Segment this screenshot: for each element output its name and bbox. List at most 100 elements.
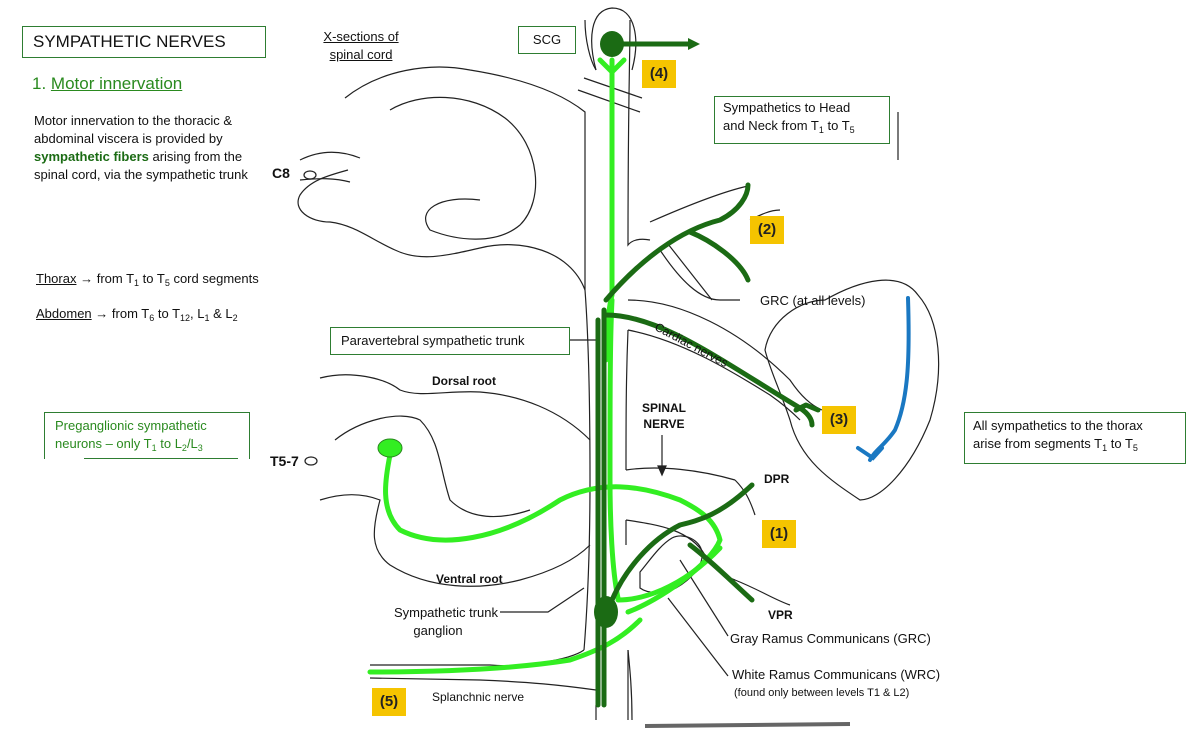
- all-thorax-box: All sympathetics to the thorax arise fro…: [964, 412, 1186, 464]
- all-thorax-line2: arise from segments T1 to T5: [973, 435, 1185, 453]
- preganglionic-sub-c: 3: [197, 443, 203, 453]
- head-neck-sub-b: 5: [849, 125, 855, 135]
- xsections-line1: X-sections of: [323, 29, 399, 44]
- preganglionic-box: Preganglionic sympathetic neurons – only…: [44, 412, 250, 459]
- head-neck-text-b: to T: [823, 118, 850, 133]
- upper-spine-lines: [584, 19, 651, 247]
- lower-cord-grey: [334, 415, 531, 518]
- trunk-to-grc-upper: [603, 182, 751, 303]
- abdomen-label: Abdomen: [36, 306, 92, 321]
- thorax-line: Thorax → from T1 to T5 cord segments: [36, 270, 259, 288]
- scg-label: SCG: [532, 32, 562, 47]
- paravertebral-label: Paravertebral sympathetic trunk: [341, 333, 525, 348]
- head-neck-box: Sympathetics to Head and Neck from T1 to…: [714, 96, 890, 144]
- all-thorax-sub-a: 1: [1102, 443, 1108, 453]
- badge-2: (2): [750, 216, 784, 244]
- thorax-sub-a: 1: [134, 278, 140, 288]
- grc-all-levels-label: GRC (at all levels): [760, 293, 866, 308]
- wrc-to-ganglion: [607, 297, 621, 601]
- lower-trunk-lines: [370, 649, 633, 721]
- head-neck-text-a: and Neck from T: [723, 118, 819, 133]
- scg-ganglion-node: [600, 31, 624, 57]
- trunk-ganglion-line1: Sympathetic trunk: [393, 605, 498, 620]
- dpr-label: DPR: [764, 472, 790, 486]
- vpr-label: VPR: [768, 608, 793, 622]
- trunk-ganglion-label: Sympathetic trunk ganglion: [378, 604, 498, 640]
- badge-1: (1): [762, 520, 796, 548]
- t57-canal: [304, 456, 318, 466]
- preganglionic-sub-a: 1: [151, 443, 157, 453]
- trunk-ganglion-leader: [500, 587, 585, 613]
- upper-cord-outline: [297, 66, 586, 291]
- head-neck-line1: Sympathetics to Head: [723, 100, 851, 115]
- scg-y-left: [597, 57, 627, 75]
- wrc-full-label: White Ramus Communicans (WRC): [732, 667, 941, 682]
- intro-after: arising from the spinal cord, via the sy…: [34, 149, 248, 182]
- ventral-root-label: Ventral root: [436, 572, 503, 586]
- spinal-nerve-arrow-head: [657, 465, 667, 477]
- thorax-sub-b: 5: [164, 278, 170, 288]
- thorax-label: Thorax: [36, 271, 77, 286]
- intro-paragraph: Motor innervation to the thoracic & abdo…: [34, 112, 254, 184]
- preganglionic-line1: Preganglionic sympathetic: [55, 418, 207, 433]
- trunk-outline-right: [625, 329, 629, 720]
- all-thorax-text-a: arise from segments T: [973, 436, 1103, 451]
- dorsal-root-label: Dorsal root: [432, 374, 497, 388]
- thorax-text-b: to T: [139, 271, 165, 286]
- abdomen-line: Abdomen → from T6 to T12, L1 & L2: [36, 305, 238, 323]
- postganglionic-grc-lower: [609, 482, 755, 603]
- lower-cord-outline: [319, 374, 591, 587]
- abdomen-sub-a: 6: [149, 313, 155, 323]
- cardiac-fiber: [603, 312, 815, 428]
- abdomen-text-b: to T: [154, 306, 181, 321]
- abdomen-text-d: & L: [209, 306, 233, 321]
- heart-outline: [764, 279, 940, 501]
- scg-outflow-arrow: [688, 38, 700, 50]
- splanchnic-label: Splanchnic nerve: [432, 690, 525, 704]
- preganglionic-text-b: to L: [156, 436, 182, 451]
- spinal-nerve-line1: SPINAL: [641, 401, 686, 415]
- preganglionic-underline: [84, 458, 238, 459]
- trunk-ganglion-node: [594, 596, 618, 628]
- paravertebral-box: Paravertebral sympathetic trunk: [330, 327, 570, 355]
- postganglionic-vpr: [687, 542, 755, 603]
- head-neck-line2: and Neck from T1 to T5: [723, 117, 889, 135]
- thorax-text-c: cord segments: [169, 271, 259, 286]
- section-label: Motor innervation: [50, 74, 183, 93]
- heart-vessel: [856, 296, 911, 462]
- upper-root: [299, 151, 361, 183]
- level-t57: T5-7: [270, 453, 299, 469]
- trunk-outline-left: [583, 289, 591, 651]
- preganglionic-text-c: /L: [186, 436, 198, 451]
- splanchnic-outline: [369, 677, 597, 691]
- all-thorax-sub-b: 5: [1132, 443, 1138, 453]
- abdomen-text-c: , L: [190, 306, 205, 321]
- preganglionic-line2: neurons – only T1 to L2/L3: [55, 435, 249, 453]
- badge-3: (3): [822, 406, 856, 434]
- preganglionic-sub-b: 2: [181, 443, 187, 453]
- abdomen-sub-b: 12: [180, 313, 191, 323]
- all-thorax-line1: All sympathetics to the thorax: [973, 418, 1143, 433]
- grc-leader-upper: [667, 243, 713, 301]
- cardiac-y: [793, 402, 821, 413]
- bottom-band: [644, 722, 851, 728]
- spinal-nerve-label: SPINAL NERVE: [636, 400, 692, 432]
- wrc-leader: [667, 597, 729, 677]
- level-c8: C8: [272, 165, 290, 181]
- abdomen-sub-d: 2: [232, 313, 238, 323]
- section-number: 1.: [32, 74, 47, 93]
- thorax-arrow: →: [80, 271, 94, 286]
- xsections-line2: spinal cord: [329, 47, 393, 62]
- c8-canal: [303, 170, 317, 180]
- abdomen-sub-c: 1: [204, 313, 210, 323]
- grc-upper-branch: [687, 229, 751, 283]
- splanchnic-fiber: [367, 617, 643, 675]
- intro-before: Motor innervation to the thoracic & abdo…: [34, 113, 232, 146]
- thorax-text-a: from T: [93, 271, 135, 286]
- trunk-ganglion-line2: ganglion: [413, 623, 463, 638]
- spinal-nerve-line2: NERVE: [643, 417, 685, 431]
- section-heading: 1. Motor innervation: [32, 74, 182, 94]
- grc-loop-upper: [659, 249, 740, 301]
- scg-box: SCG: [518, 26, 576, 54]
